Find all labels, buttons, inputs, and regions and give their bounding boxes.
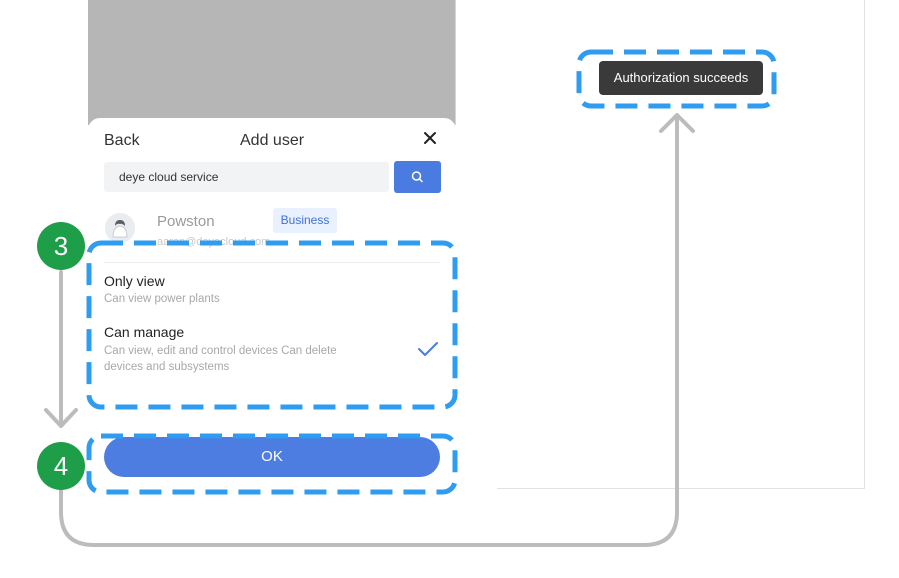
divider <box>104 262 440 263</box>
connector-to-toast <box>59 113 695 547</box>
step-arrow-down <box>44 270 78 428</box>
checkmark-icon <box>417 340 439 358</box>
option-can-manage-description-line1: Can view, edit and control devices Can d… <box>104 345 337 357</box>
background-overlay <box>88 0 456 125</box>
option-only-view-title[interactable]: Only view <box>104 273 165 289</box>
screen-edge <box>455 0 456 125</box>
account-type-badge: Business <box>273 208 337 233</box>
search-input-value: deye cloud service <box>119 170 219 184</box>
close-icon[interactable] <box>418 126 442 150</box>
highlight-ok-button <box>86 433 458 495</box>
step-3-badge: 3 <box>37 222 85 270</box>
step-4-badge: 4 <box>37 442 85 490</box>
option-only-view-description: Can view power plants <box>104 293 220 305</box>
user-avatar-icon <box>105 213 135 243</box>
highlight-permission-options <box>86 240 458 410</box>
option-can-manage-description-line2: devices and subsystems <box>104 361 230 373</box>
avatar <box>105 213 135 243</box>
search-input[interactable] <box>104 162 389 192</box>
search-icon <box>411 171 423 183</box>
ok-button[interactable]: OK <box>104 437 440 477</box>
success-toast: Authorization succeeds <box>599 61 763 95</box>
search-button[interactable] <box>394 161 441 193</box>
back-button[interactable]: Back <box>104 132 140 149</box>
user-name: Powston <box>157 213 215 230</box>
highlight-toast <box>576 49 777 109</box>
sheet-title: Add user <box>240 132 305 149</box>
option-can-manage-title[interactable]: Can manage <box>104 324 185 340</box>
